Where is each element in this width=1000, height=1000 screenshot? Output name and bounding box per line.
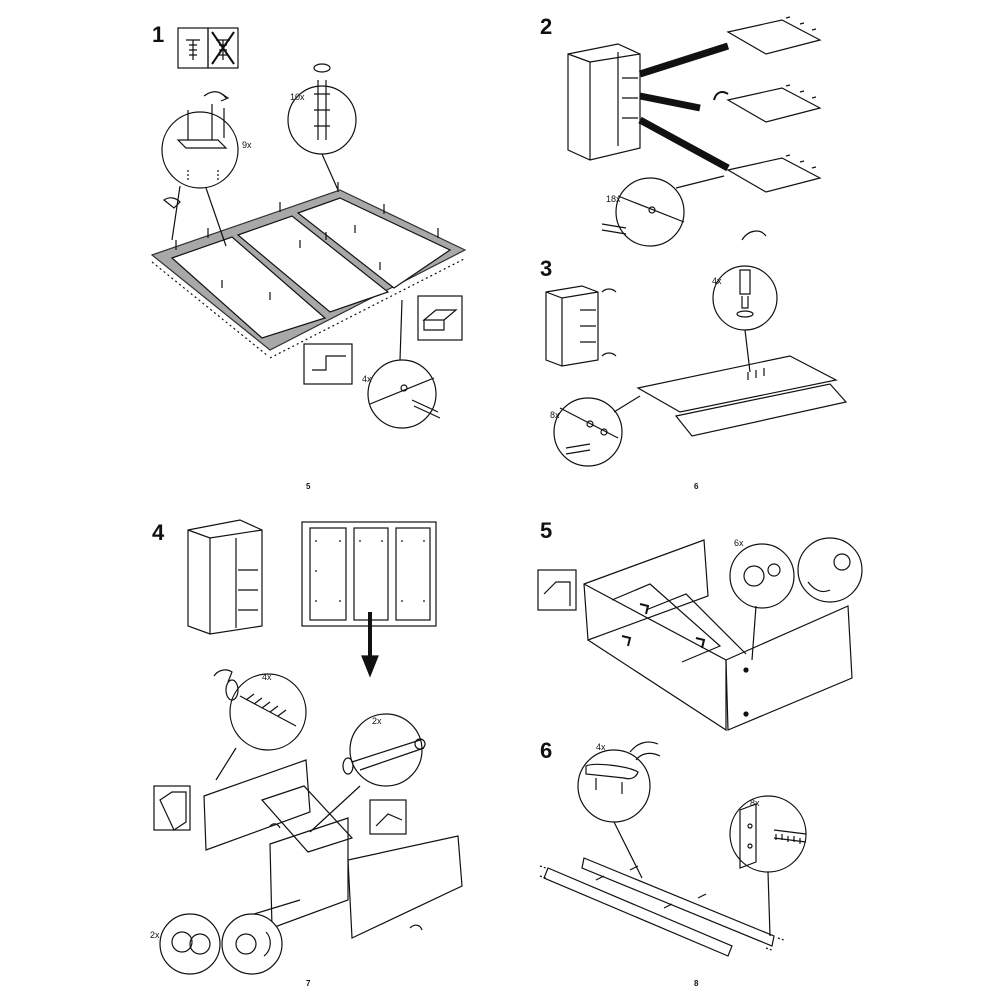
cam-magnifier [729, 543, 795, 609]
step-5-illustration: 6x [537, 537, 863, 732]
step-6-illustration: 4x 8x [539, 741, 807, 957]
cam-magnifier-right [221, 913, 283, 975]
handle-magnifier [577, 749, 651, 823]
hinge-detail-magnifier [161, 111, 239, 189]
hand-icon [601, 288, 617, 357]
step-4-illustration: 4x 2x 2x [150, 519, 463, 975]
qty-step6-handles: 4x [596, 742, 606, 752]
screw-detail-magnifier [367, 359, 437, 429]
screw-forbidden-icon [207, 27, 239, 69]
handle-icon [585, 763, 639, 780]
page-number-5: 5 [306, 482, 311, 491]
screw-magnifier [229, 673, 307, 751]
edge-detail-left [303, 343, 353, 385]
panel-side [269, 817, 349, 929]
page-number-7: 7 [306, 979, 311, 988]
qty-step3-dowels: 8x [550, 410, 560, 420]
rail-lower [543, 867, 733, 957]
qty-step6-dowels: 8x [750, 798, 760, 808]
board-lower [674, 383, 848, 437]
qty-step5-cams: 6x [734, 538, 744, 548]
qty-hinge: 9x [242, 140, 252, 150]
drawer-back [583, 539, 709, 641]
step-number-5: 5 [540, 518, 553, 543]
panel-back [203, 759, 311, 851]
cam-lock-magnifier [712, 265, 778, 331]
page-number-8: 8 [694, 979, 699, 988]
page-number-6: 6 [694, 482, 699, 491]
qty-step1-bottom: 4x [362, 374, 372, 384]
wardrobe-frame [567, 43, 641, 161]
dowel-magnifier [729, 795, 807, 873]
step-number-6: 6 [540, 738, 553, 763]
dowel-insert-magnifier [553, 397, 623, 467]
step-number-2: 2 [540, 14, 553, 39]
step-3-illustration: 4x 8x [545, 230, 848, 467]
step-1-illustration: 9x 10x 4x [150, 27, 467, 429]
hand-icon [162, 197, 181, 209]
arrow-down-icon [361, 655, 379, 678]
drawer-front [725, 605, 853, 731]
shelf-top [726, 19, 822, 55]
panel-front [347, 835, 463, 939]
step-number-3: 3 [540, 256, 553, 281]
qty-step4-cam-dowels: 2x [372, 716, 382, 726]
qty-shelf-pins: 18x [606, 194, 621, 204]
panel-layout-box [301, 521, 437, 627]
qty-step4-cams: 2x [150, 930, 160, 940]
cam-dowel-magnifier [349, 713, 423, 787]
cam-turn-magnifier [797, 537, 863, 603]
qty-dowels: 10x [290, 92, 305, 102]
rail-upper [581, 857, 775, 947]
edge-detail-right [417, 295, 463, 341]
step-number-4: 4 [152, 520, 165, 545]
shelf-middle [726, 87, 822, 123]
arrow-shelf-top [638, 42, 730, 78]
qty-step4-screws: 4x [262, 672, 272, 682]
qty-cam: 4x [712, 276, 722, 286]
step-number-1: 1 [152, 22, 165, 47]
board-upper [636, 355, 838, 413]
arrow-shelf-bottom [638, 116, 730, 172]
arrow-shelf-middle [639, 92, 701, 112]
shelf-bottom [726, 157, 822, 193]
hand-icon [409, 924, 423, 931]
step-2-illustration: 18x [567, 16, 822, 247]
hand-icon [269, 823, 281, 829]
